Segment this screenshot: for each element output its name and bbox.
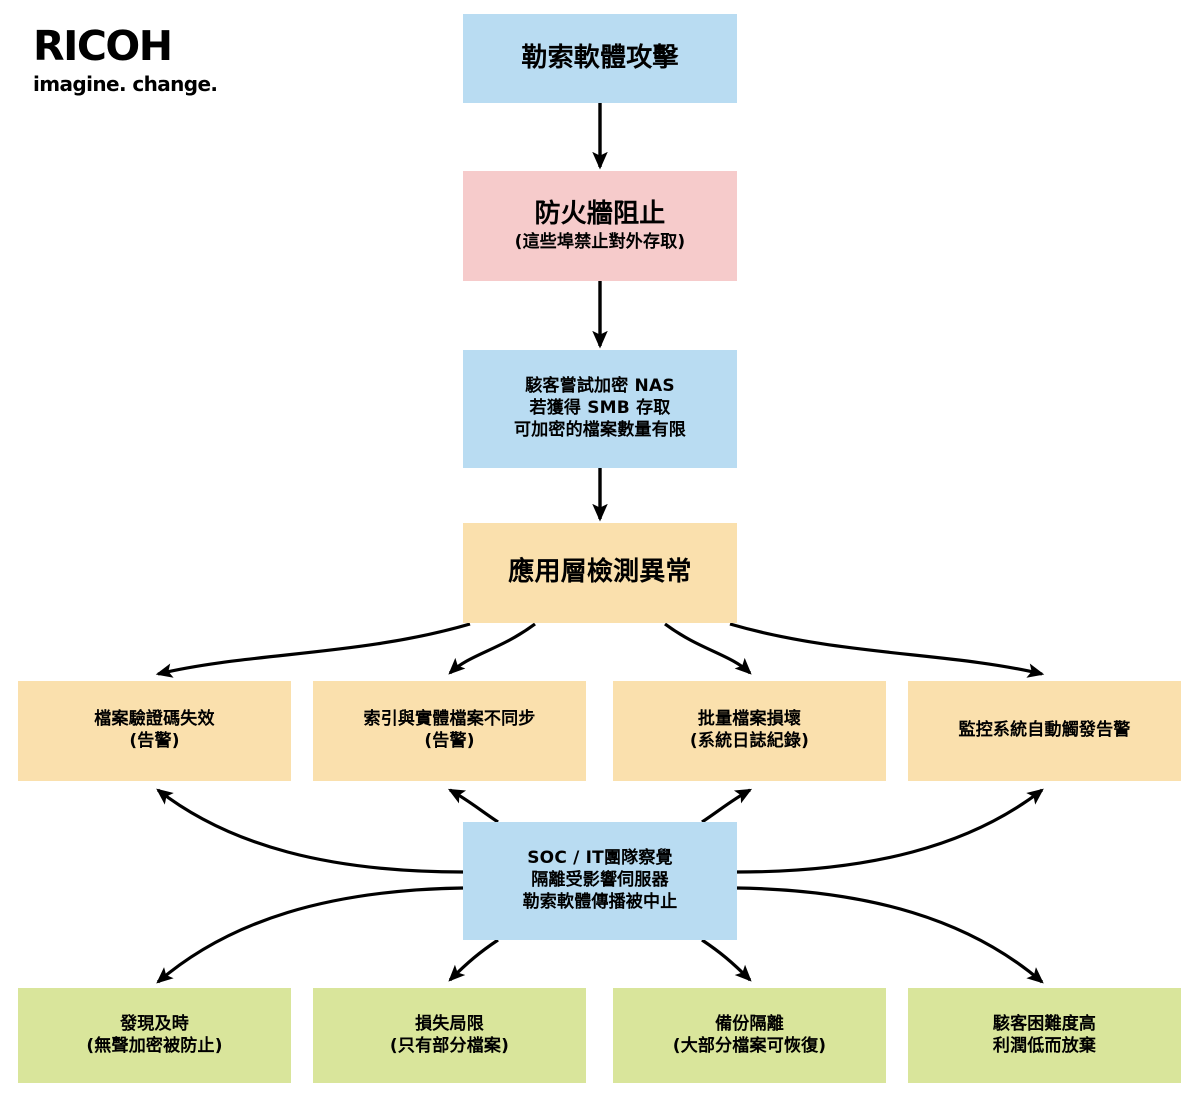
node-line: 隔離受影響伺服器 xyxy=(531,870,669,891)
node-limited-loss[interactable]: 損失局限 (只有部分檔案) xyxy=(313,988,586,1083)
node-backup-isolated[interactable]: 備份隔離 (大部分檔案可恢復) xyxy=(613,988,886,1083)
node-index-file-mismatch[interactable]: 索引與實體檔案不同步 (告警) xyxy=(313,681,586,781)
node-bulk-file-corruption[interactable]: 批量檔案損壞 (系統日誌紀錄) xyxy=(613,681,886,781)
edge-detect-to-index xyxy=(448,622,536,675)
edge-soc-to-index xyxy=(447,788,499,824)
node-line: 利潤低而放棄 xyxy=(992,1035,1097,1056)
node-line: (大部分檔案可恢復) xyxy=(672,1035,827,1056)
node-line: 備份隔離 xyxy=(715,1013,784,1034)
node-nas-encryption-attempt[interactable]: 駭客嘗試加密 NAS 若獲得 SMB 存取 可加密的檔案數量有限 xyxy=(463,350,737,468)
edge-soc-to-early xyxy=(156,886,464,984)
edge-soc-to-backup xyxy=(701,938,752,982)
node-line: 若獲得 SMB 存取 xyxy=(529,398,671,419)
node-line: SOC / IT團隊察覺 xyxy=(527,848,673,869)
node-line: 勒索軟體傳播被中止 xyxy=(522,891,678,912)
edge-detect-to-monitor xyxy=(729,622,1045,678)
node-application-layer-detection[interactable]: 應用層檢測異常 xyxy=(463,523,737,623)
ricoh-tagline: imagine. change. xyxy=(33,72,218,96)
node-line: 駭客嘗試加密 NAS xyxy=(525,376,675,397)
node-line: 索引與實體檔案不同步 xyxy=(363,709,536,730)
ricoh-logo: RICOH imagine. change. xyxy=(33,22,263,96)
node-line: 檔案驗證碼失效 xyxy=(94,709,215,730)
node-line: (這些埠禁止對外存取) xyxy=(514,231,686,252)
edge-soc-to-monitor xyxy=(736,788,1044,874)
node-line: 可加密的檔案數量有限 xyxy=(514,419,686,440)
edge-soc-to-limited xyxy=(448,938,499,982)
edge-soc-to-backup-right xyxy=(736,886,1044,984)
node-ransomware-attack[interactable]: 勒索軟體攻擊 xyxy=(463,14,737,103)
node-line: (系統日誌紀錄) xyxy=(689,731,810,751)
node-line: 發現及時 xyxy=(120,1013,189,1034)
node-early-detection[interactable]: 發現及時 (無聲加密被防止) xyxy=(18,988,291,1083)
node-attacker-gives-up[interactable]: 駭客困難度高 利潤低而放棄 xyxy=(908,988,1181,1083)
edge-detect-to-checksum xyxy=(155,622,471,678)
node-line: (告警) xyxy=(129,731,180,751)
node-line: 損失局限 xyxy=(415,1013,484,1034)
node-line: (無聲加密被防止) xyxy=(86,1035,223,1056)
node-line: 應用層檢測異常 xyxy=(508,557,692,588)
edge-soc-to-checksum xyxy=(156,788,464,874)
node-line: 監控系統自動觸發告警 xyxy=(958,720,1131,741)
node-line: 批量檔案損壞 xyxy=(697,709,802,730)
node-line: 駭客困難度高 xyxy=(992,1013,1097,1034)
node-line: 勒索軟體攻擊 xyxy=(521,42,679,73)
node-monitoring-auto-alert[interactable]: 監控系統自動觸發告警 xyxy=(908,681,1181,781)
node-line: (只有部分檔案) xyxy=(389,1035,510,1056)
node-line: (告警) xyxy=(424,731,475,751)
ricoh-wordmark: RICOH xyxy=(33,22,173,70)
edge-detect-to-bulk xyxy=(664,622,752,675)
node-line: 防火牆阻止 xyxy=(534,199,666,230)
edge-soc-to-bulk xyxy=(701,788,753,824)
node-checksum-failure[interactable]: 檔案驗證碼失效 (告警) xyxy=(18,681,291,781)
node-soc-it-response[interactable]: SOC / IT團隊察覺 隔離受影響伺服器 勒索軟體傳播被中止 xyxy=(463,822,737,940)
node-firewall-block[interactable]: 防火牆阻止 (這些埠禁止對外存取) xyxy=(463,171,737,281)
